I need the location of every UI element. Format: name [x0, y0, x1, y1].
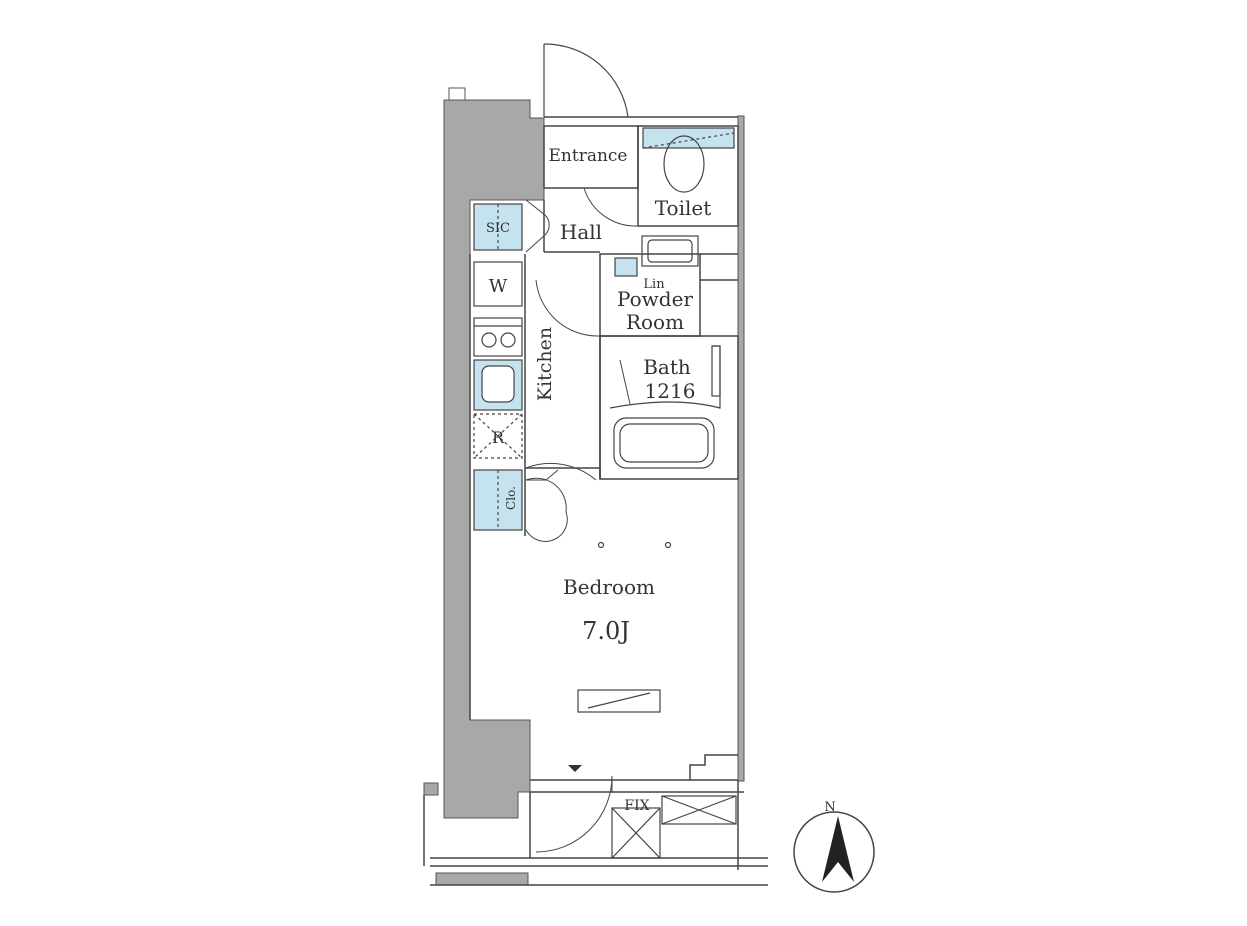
- label-washer: W: [489, 276, 508, 297]
- label-bedroom-size: 7.0J: [582, 617, 630, 645]
- bathtub: [613, 417, 715, 469]
- linen-cabinet: [614, 257, 638, 277]
- balcony-wall-stub: [423, 782, 439, 796]
- label-linen: Lin: [643, 277, 665, 292]
- label-entrance: Entrance: [549, 146, 628, 166]
- fixtures: [473, 132, 737, 859]
- toilet-tank: [642, 127, 735, 149]
- label-powder-room-line2: Room: [626, 310, 684, 334]
- toilet-bowl: [663, 135, 705, 193]
- label-kitchen: Kitchen: [534, 327, 556, 401]
- air-conditioner: [577, 689, 661, 713]
- outdoor-unit: [661, 795, 737, 825]
- room-labels: Entrance Toilet SIC Hall W Lin Powder Ro…: [486, 146, 711, 814]
- label-toilet: Toilet: [655, 196, 712, 220]
- label-powder-room-line1: Powder: [617, 287, 693, 311]
- window-marker: [568, 765, 582, 772]
- entrance-door: [543, 43, 629, 118]
- label-fix: FIX: [624, 798, 649, 814]
- label-bedroom: Bedroom: [563, 575, 655, 599]
- label-bath-line2: 1216: [645, 379, 696, 403]
- label-refrigerator: R: [492, 428, 505, 447]
- column-stub: [448, 87, 466, 101]
- label-bath-line1: Bath: [643, 355, 691, 379]
- refrigerator-space: [473, 413, 523, 459]
- compass-north-label: N: [824, 800, 835, 815]
- door-swings: [525, 187, 639, 853]
- east-wall: [737, 115, 745, 782]
- interior-lines: [423, 116, 768, 886]
- north-compass: N: [793, 800, 875, 893]
- fixed-window: [611, 807, 661, 859]
- label-closet: Clo.: [504, 486, 518, 510]
- washbasin: [641, 235, 699, 267]
- washer-space: [473, 261, 523, 307]
- storage-areas: [473, 127, 735, 531]
- label-sic: SIC: [486, 221, 510, 236]
- label-hall: Hall: [560, 220, 602, 244]
- stove: [473, 317, 523, 357]
- compass-needle-icon: [822, 816, 854, 882]
- compass-ring: [793, 811, 875, 893]
- balcony-ledge-left: [435, 872, 529, 886]
